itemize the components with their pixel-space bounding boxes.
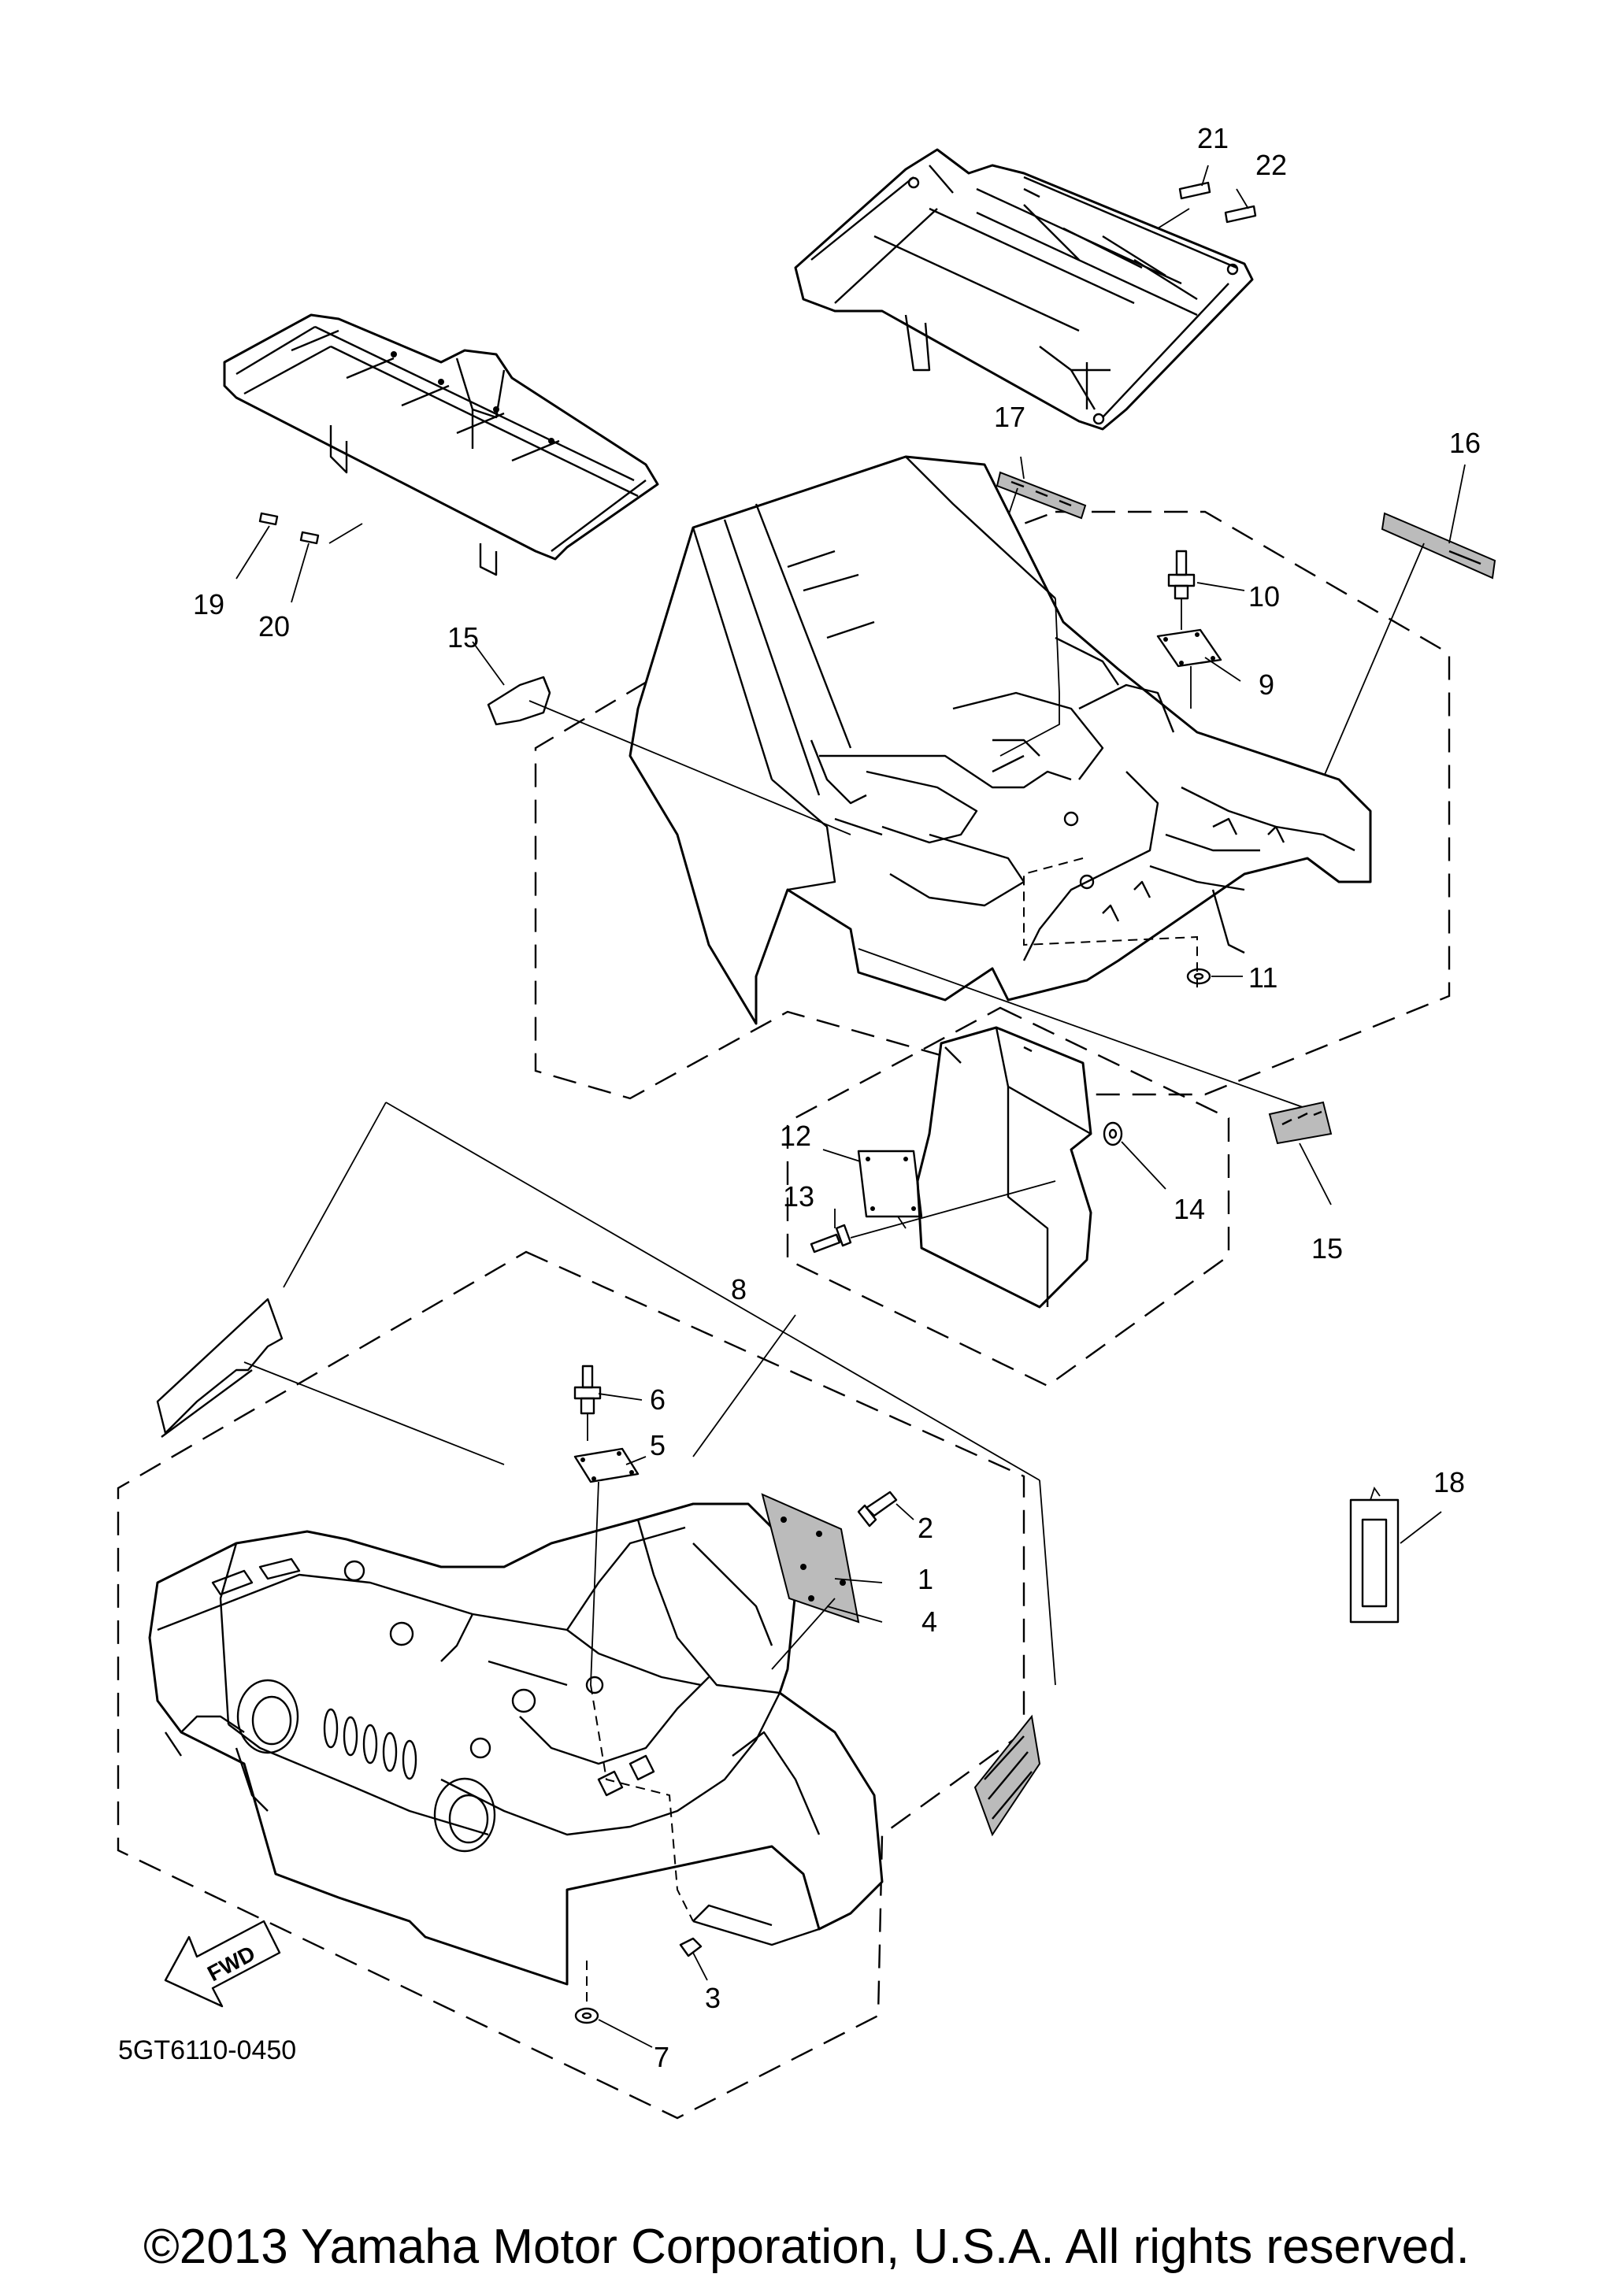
callout-6: 6 [650,1383,666,1416]
copyright-notice: ©2013 Yamaha Motor Corporation, U.S.A. A… [143,2220,1470,2274]
callout-15-left: 15 [447,621,479,654]
diagram-code: 5GT6110-0450 [118,2035,296,2065]
callout-13: 13 [783,1180,814,1213]
callout-9: 9 [1259,668,1274,701]
callout-8: 8 [731,1273,747,1305]
callout-12: 12 [780,1120,811,1152]
decal-17 [996,471,1087,520]
plate-9 [1156,628,1222,668]
plate-5 [573,1447,640,1483]
callout-2: 2 [918,1512,933,1544]
front-carrier [223,313,659,576]
callout-19: 19 [193,588,224,620]
decal-grizzly [973,1714,1041,1837]
fwd-arrow-icon: FWD [164,1920,281,2008]
owners-manual-18 [1349,1487,1400,1624]
decal-20 [299,531,320,545]
front-fender [148,1502,884,1986]
callout-11: 11 [1248,961,1277,994]
callout-21: 21 [1197,122,1229,154]
washer-7 [574,2007,599,2024]
nut-3 [679,1937,703,1957]
decal-15-right [1268,1101,1333,1145]
callout-4: 4 [921,1605,937,1638]
callout-5: 5 [650,1429,666,1461]
rear-carrier [794,148,1254,431]
washer-14 [1103,1121,1123,1146]
callout-20: 20 [258,610,290,643]
callout-14: 14 [1174,1193,1205,1225]
callout-3: 3 [705,1982,721,2014]
decal-21 [1178,181,1211,200]
decal-22 [1224,205,1257,224]
plate-12 [857,1150,923,1218]
rear-fender [629,455,1372,1025]
decal-19 [258,512,279,526]
decal-15-left [487,676,551,726]
decal-front-left [156,1298,284,1438]
callout-15-right: 15 [1311,1232,1343,1265]
callout-22: 22 [1255,149,1287,181]
callout-10: 10 [1248,580,1280,613]
rivet-10 [1167,550,1196,600]
callout-1: 1 [918,1563,933,1595]
callout-17: 17 [994,401,1025,433]
decal-16 [1381,512,1496,580]
callout-18: 18 [1433,1466,1465,1498]
panel-1 [761,1493,860,1624]
rivet-13 [810,1224,852,1254]
rivet-6 [573,1365,602,1415]
callout-16: 16 [1449,427,1481,459]
callout-7: 7 [654,2041,669,2073]
mud-flap [916,1026,1092,1309]
washer-11 [1186,968,1211,985]
rivet-2 [857,1491,898,1528]
